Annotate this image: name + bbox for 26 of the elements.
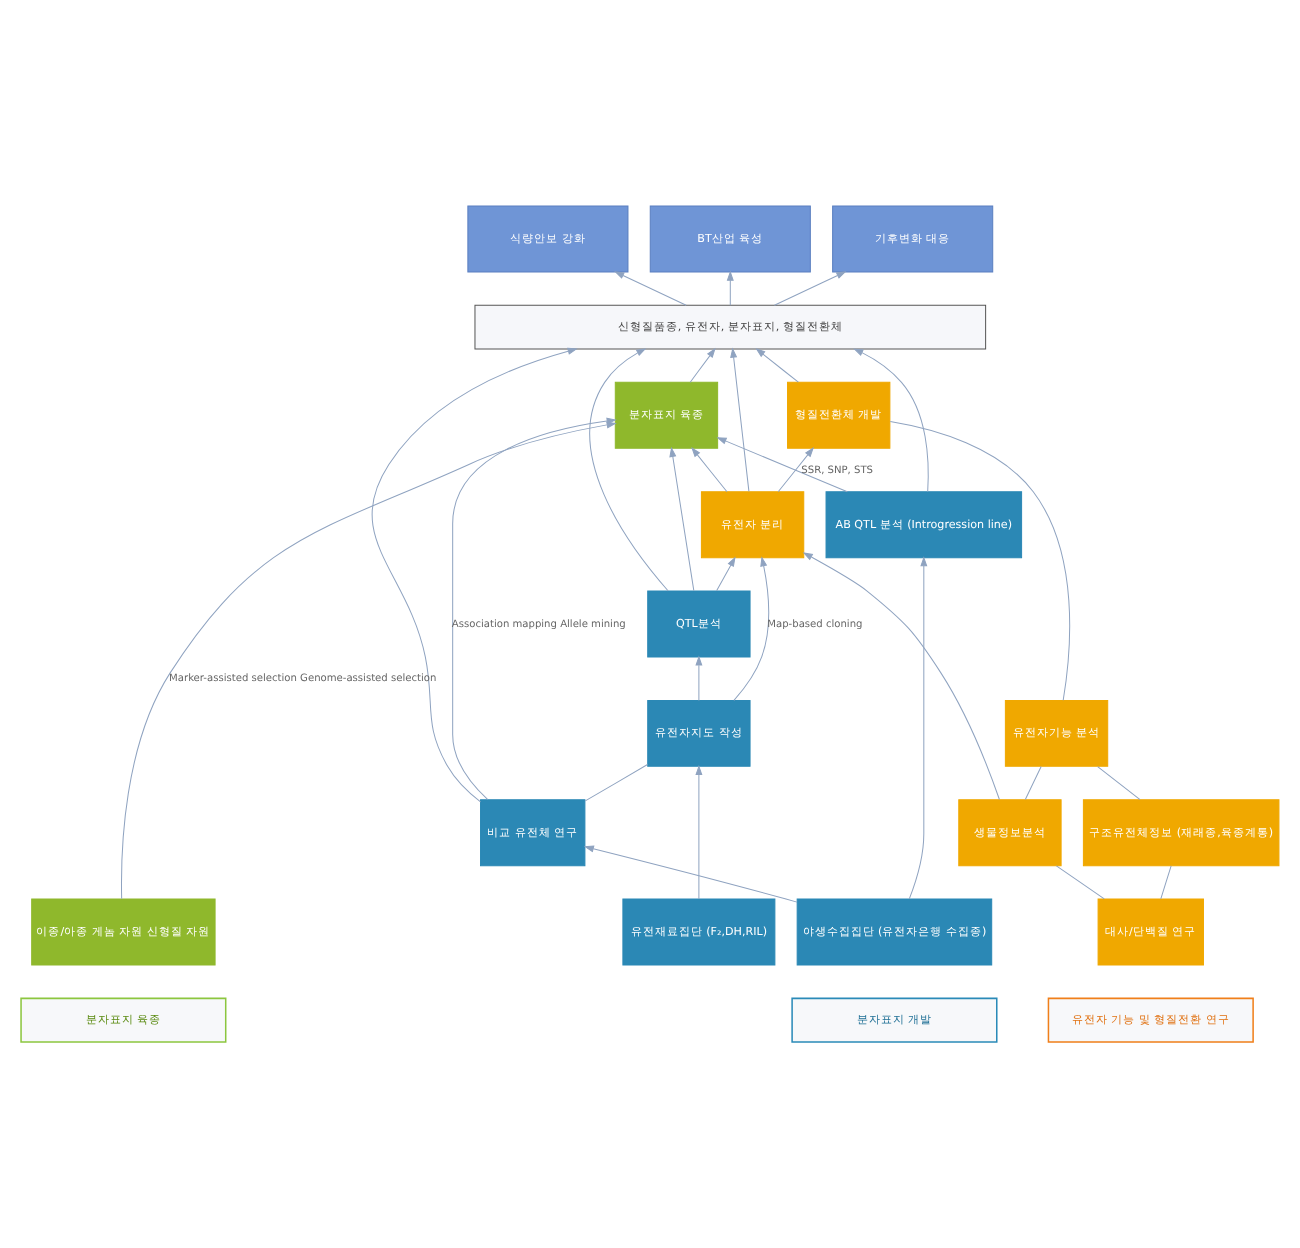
arrow — [691, 447, 728, 493]
arrow — [371, 347, 578, 803]
arrow — [777, 447, 814, 493]
arrow — [695, 655, 703, 701]
arrow — [755, 348, 799, 383]
arrow — [121, 421, 617, 900]
arrow — [695, 764, 703, 900]
connector — [1024, 766, 1042, 801]
arrow — [733, 556, 770, 701]
arrow — [589, 348, 669, 592]
connector — [889, 420, 1071, 701]
arrow — [669, 446, 695, 592]
arrow — [908, 556, 928, 900]
arrow — [583, 845, 798, 903]
arrow — [716, 437, 848, 493]
arrow — [802, 552, 1000, 800]
connector — [1160, 865, 1172, 900]
arrow — [726, 270, 734, 306]
connector — [1055, 865, 1105, 900]
arrow — [452, 417, 617, 800]
arrow — [730, 347, 750, 492]
arrow — [716, 556, 736, 592]
arrow — [853, 348, 929, 493]
connector — [1097, 766, 1141, 801]
connector — [584, 764, 648, 802]
arrow — [689, 347, 716, 383]
